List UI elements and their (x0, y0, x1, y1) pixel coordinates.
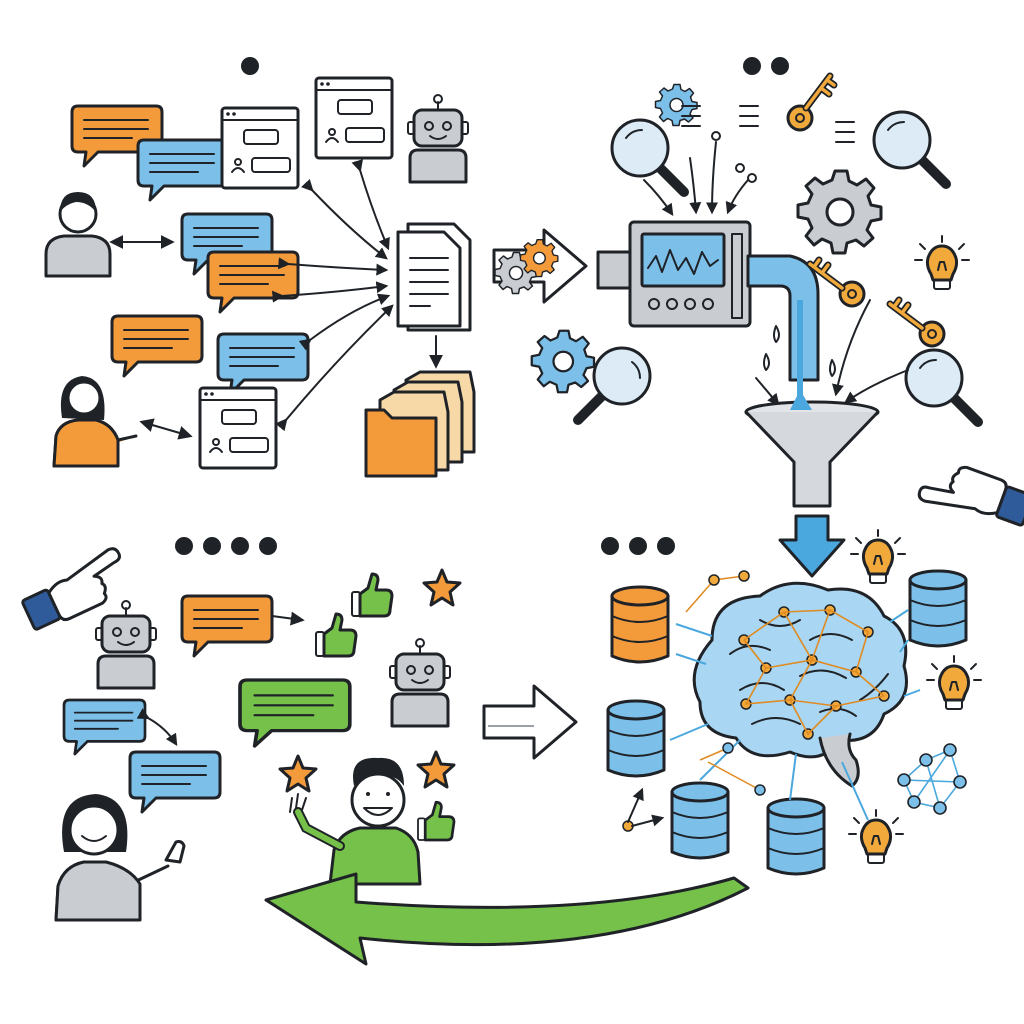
magnifier-icon (874, 112, 946, 184)
collection-arrows (272, 159, 443, 432)
database-icon (908, 569, 968, 648)
gear-icon (519, 238, 559, 278)
arrow-icon (778, 514, 846, 578)
step-1-marker (241, 57, 259, 75)
person-icon (54, 794, 186, 922)
step-2-marker (743, 57, 789, 75)
key-icon (890, 300, 944, 346)
gear-icon (796, 169, 883, 255)
pointing-hand-icon (915, 453, 1024, 537)
model-learning-panel (606, 528, 983, 876)
chat-bubble-icon (216, 332, 310, 396)
thumbs-up-icon (314, 612, 358, 658)
chat-bubble-icon (136, 138, 230, 202)
thumbs-up-icon (350, 572, 394, 618)
chat-bubble-icon (128, 750, 222, 814)
lightbulb-icon (913, 234, 971, 291)
chat-bubble-icon (62, 698, 147, 756)
star-icon (422, 568, 462, 607)
magnifier-icon (612, 120, 684, 192)
robot-icon (94, 599, 158, 690)
magnifier-icon (906, 350, 978, 422)
chat-window-icon (314, 76, 394, 160)
network-links (669, 609, 921, 821)
funnel-inputs (755, 299, 909, 406)
person-icon (289, 757, 422, 886)
machine-icon (596, 220, 820, 410)
step-3-marker (601, 537, 675, 555)
feedback-panel (16, 544, 750, 966)
key-icon (788, 76, 834, 130)
chat-bubble-icon (110, 314, 204, 378)
chat-window-icon (198, 386, 278, 470)
input-arrows (643, 141, 749, 216)
thumbs-up-icon (416, 800, 456, 842)
document-icon (396, 222, 472, 332)
folder-icon (364, 370, 476, 478)
database-icon (606, 699, 666, 778)
lightbulb-icon (847, 808, 905, 865)
chat-bubble-icon (180, 594, 274, 658)
arrow-icon (482, 684, 578, 760)
database-icon (610, 585, 670, 664)
data-processing-panel (494, 76, 1024, 578)
data-collection-panel (44, 76, 476, 478)
gear-icon (530, 329, 596, 394)
data-lines (681, 105, 855, 183)
lightbulb-icon (849, 528, 907, 585)
brain-network-icon (692, 581, 908, 788)
robot-icon (406, 93, 470, 184)
chat-bubble-icon (206, 250, 300, 314)
person-icon (44, 190, 112, 278)
star-icon (278, 754, 318, 793)
graph-icon (897, 743, 967, 815)
chat-bubble-icon (238, 678, 352, 748)
star-icon (416, 750, 456, 789)
step-4-marker (175, 537, 277, 555)
database-icon (766, 797, 826, 876)
loop-arrow-icon (264, 872, 750, 966)
person-icon (52, 376, 138, 468)
network-nodes (622, 570, 766, 832)
funnel-icon (744, 390, 880, 508)
robot-icon (388, 637, 452, 728)
chat-window-icon (220, 106, 300, 190)
database-icon (670, 781, 730, 860)
lightbulb-icon (925, 654, 983, 711)
